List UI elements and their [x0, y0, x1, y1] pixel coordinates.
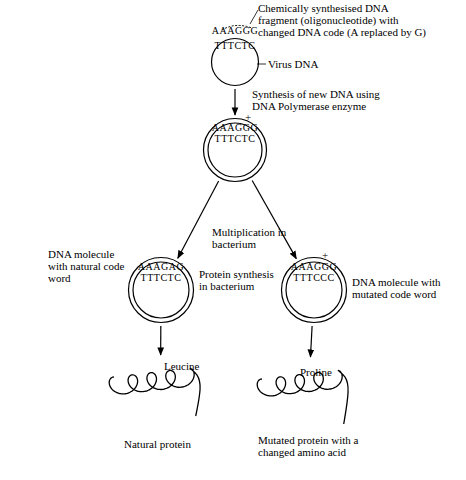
sequence-text: TTTCTC [121, 272, 201, 283]
annotation: Multiplication in bacterium [212, 226, 298, 250]
flow-arrow [310, 326, 312, 357]
dna-circle: AAAGGGTTTCTC [203, 118, 267, 182]
protein-chain: ProlineMutated protein with a changed am… [256, 360, 361, 428]
sequence-text: TTTCTC [195, 133, 275, 144]
flow-arrow [234, 89, 235, 115]
leader-line [250, 10, 258, 24]
annotation: Chemically synthesised DNA fragment (oli… [258, 2, 426, 38]
flow-arrow [160, 326, 161, 355]
amino-acid-label: Proline [300, 366, 360, 378]
dna-circle: AAAGGGTTTCCC [281, 257, 347, 323]
annotation: DNA molecule with mutated code word [352, 276, 452, 300]
edge-label: Synthesis of new DNA using DNA Polymeras… [252, 88, 402, 112]
protein-chain: LeucineNatural protein [108, 358, 213, 420]
sequence-text: AAAGGG [195, 122, 275, 133]
flow-arrow [252, 180, 296, 258]
sequence-text: AAAGGG [274, 261, 354, 272]
annotation: Virus DNA [268, 58, 348, 70]
sequence-text: AAAGAG [121, 261, 201, 272]
sequence-text: TTTCTC [195, 40, 275, 51]
annotation: + [322, 249, 334, 261]
protein-caption: Mutated protein with a changed amino aci… [258, 434, 383, 458]
amino-acid-label: Leucine [164, 360, 224, 372]
annotation: DNA molecule with natural code word [48, 248, 130, 284]
annotation: Protein synthesis in bacterium [199, 268, 283, 292]
sequence-text: TTTCCC [274, 272, 354, 283]
dna-circle: AAAGGGTTTCTC [211, 38, 259, 86]
annotation: + [245, 111, 257, 123]
protein-caption: Natural protein [124, 438, 234, 450]
dna-circle: AAAGAGTTTCTC [128, 257, 194, 323]
